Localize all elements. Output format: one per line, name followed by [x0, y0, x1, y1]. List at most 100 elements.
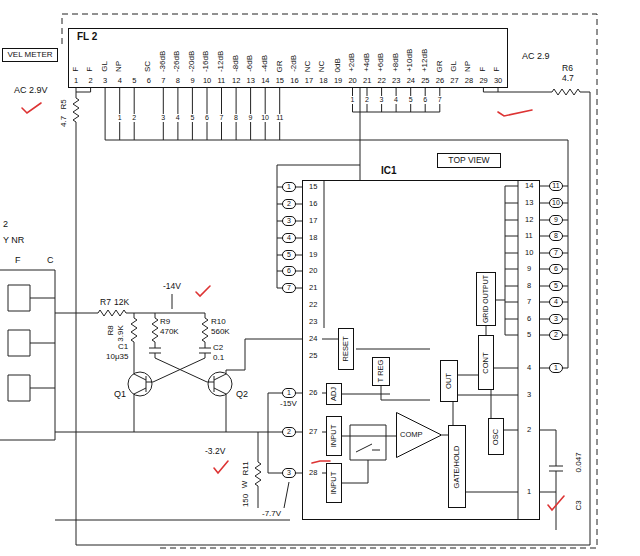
ic-pin-number: 10 [525, 249, 533, 257]
ic-pin-number: 17 [309, 217, 317, 225]
wire-number: 7 [219, 114, 225, 122]
pin-label: F [72, 67, 81, 72]
regulator-block: T REG [372, 357, 390, 386]
connector-number: 3 [282, 216, 296, 226]
wire-number: 2 [364, 96, 370, 104]
check-mark [548, 496, 564, 510]
block-label: VEL METER [7, 51, 52, 60]
pin-label: F [493, 67, 502, 72]
input-block: INPUT [326, 416, 342, 456]
grid-wires [277, 187, 302, 288]
component-label: Y NR [3, 236, 24, 246]
block-label: TOP VIEW [448, 156, 489, 165]
pin-number: 15 [276, 77, 284, 85]
component-label: R5 [60, 99, 69, 109]
connector-number: 2 [282, 427, 296, 437]
wire-connector [458, 375, 478, 376]
connector-number: 4 [549, 297, 563, 307]
oscillator-block: OSC [488, 418, 504, 455]
check-mark [22, 103, 41, 113]
ic-internal-wires [322, 180, 518, 520]
ic-pin-number: 26 [309, 389, 317, 397]
ic-pin-number: 4 [527, 364, 531, 372]
ic-pin-number: 23 [309, 318, 317, 326]
pin-label: -16dB [203, 51, 212, 72]
pin-number: 26 [436, 77, 444, 85]
component-label: -15V [280, 400, 297, 409]
wire-number: 7 [437, 96, 443, 104]
pin-number: 19 [334, 77, 342, 85]
component-label: 4.7 [562, 74, 574, 83]
pin-label: GL [101, 61, 110, 72]
reset-block: RESET [338, 328, 354, 370]
connector-number: 8 [549, 231, 563, 241]
component-label: 12K [114, 298, 129, 307]
pin-number: 2 [89, 77, 93, 85]
pin-label: -12dB [217, 51, 226, 72]
component-label: R11 [242, 461, 251, 475]
comparator-triangle: COMP [396, 412, 442, 458]
input-block: INPUT [326, 463, 342, 503]
switch-symbol [350, 425, 386, 460]
ic-pin-number: 6 [527, 315, 531, 323]
component-label: -3.2V [205, 447, 225, 456]
connector-number: 2 [282, 199, 296, 209]
pin-label: +12dB [421, 49, 430, 72]
component-label: 0.1 [213, 354, 224, 363]
connector-number: 10 [549, 198, 563, 208]
pin-number: 27 [450, 77, 458, 85]
wire-number: 8 [233, 114, 239, 122]
transistor-leads [134, 339, 302, 432]
module-outline [0, 270, 55, 440]
ic-pin-number: 18 [309, 234, 317, 242]
pin-number: 20 [348, 77, 356, 85]
pin-number: 5 [132, 77, 136, 85]
connector-number: 7 [282, 283, 296, 293]
wire-number: 11 [275, 114, 284, 122]
meter-label-box: VEL METER [2, 48, 58, 62]
component-label: 150 [242, 493, 251, 506]
pin-label: +4dB [363, 53, 372, 72]
ground-wires [55, 520, 590, 545]
component-label: -14V [163, 282, 181, 291]
view-note-box: TOP VIEW [437, 153, 501, 168]
block-label: OUT [445, 373, 453, 389]
block-label: ADJ [330, 387, 338, 401]
control-block: CONT [478, 335, 494, 390]
pin-number: 7 [161, 77, 165, 85]
ic-pin-number: 25 [309, 352, 317, 360]
block-label: CONT [482, 352, 490, 373]
component-label: R9 [160, 318, 170, 327]
pin-number: 16 [290, 77, 298, 85]
component-label: C [47, 256, 54, 266]
wire-number: 6 [204, 114, 210, 122]
component-label: 560K [211, 328, 230, 337]
pin-label: +6dB [377, 53, 386, 72]
pin-number: 22 [378, 77, 386, 85]
pin-label: -2dB [290, 55, 299, 72]
block-label: IC1 [381, 165, 397, 176]
adjust-block: ADJ [326, 383, 342, 405]
wire-number: 2 [131, 114, 137, 122]
output-block: OUT [440, 360, 458, 402]
pin-label: SC [144, 61, 153, 72]
wire-connector [453, 402, 454, 425]
block-label: COMP [400, 431, 423, 439]
ic-pin-number: 21 [309, 284, 317, 292]
pin-label: -20dB [188, 51, 197, 72]
pin-label: -6dB [246, 55, 255, 72]
component-label: Q2 [236, 390, 248, 400]
wire-connector [342, 436, 396, 437]
pin-label: -36dB [159, 51, 168, 72]
check-mark [196, 286, 210, 296]
pin-label: NC [304, 60, 313, 72]
wire-connector [360, 88, 361, 180]
connector-number: 3 [282, 468, 296, 478]
component-label: 3.9K [117, 325, 126, 341]
ic-pin-number: 22 [309, 301, 317, 309]
ic-pin-number: 7 [527, 298, 531, 306]
wire-number: 5 [189, 114, 195, 122]
component-label: W [241, 480, 250, 488]
connector-number: 6 [549, 264, 563, 274]
block-label: T REG [377, 360, 385, 383]
